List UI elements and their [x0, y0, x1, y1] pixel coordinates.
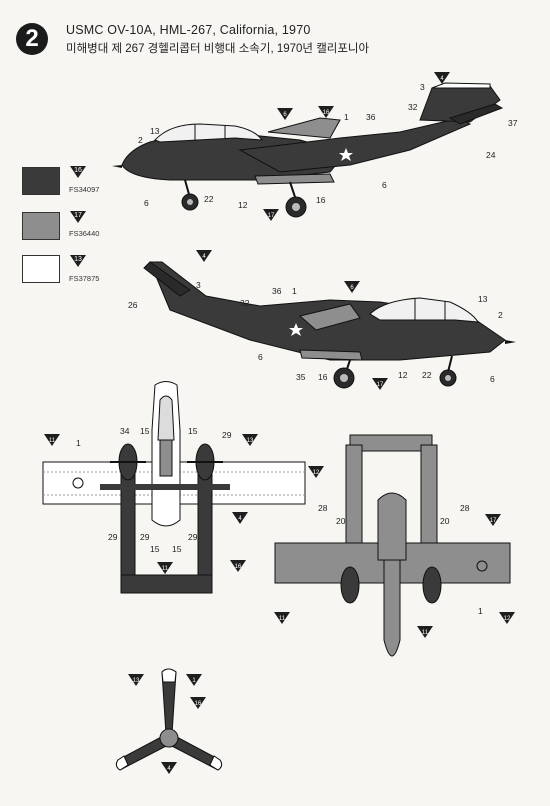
legend-markers: 16 17 13: [70, 166, 86, 267]
legend-code-mid: FS36440: [69, 229, 100, 238]
callout-36: 36: [366, 112, 376, 122]
callout-37: 37: [508, 118, 518, 128]
callout2-3: 3: [196, 280, 201, 290]
callout2-tri-17: 17: [377, 382, 384, 388]
callout-13: 13: [150, 126, 160, 136]
callout2-2: 2: [498, 310, 503, 320]
bottom-callout-1: 1: [478, 606, 483, 616]
callout2-13: 13: [478, 294, 488, 304]
callout-32: 32: [408, 102, 418, 112]
callout-16: 16: [316, 195, 326, 205]
prop-tri-16: 16: [195, 701, 202, 707]
top-tri-16: 16: [235, 564, 242, 570]
callout-tri-6: 6: [283, 112, 287, 118]
top-tri-13: 13: [247, 438, 254, 444]
callout-tri-16: 16: [323, 110, 330, 116]
callout-6-boom: 6: [382, 180, 387, 190]
top-callout-34: 34: [120, 426, 130, 436]
callout2-36: 36: [272, 286, 282, 296]
top-callout-29b: 29: [108, 532, 118, 542]
callout-2: 2: [138, 135, 143, 145]
bottom-tri-11a: 11: [279, 616, 286, 622]
callout2-32: 32: [240, 298, 250, 308]
top-callout-29c: 29: [140, 532, 150, 542]
top-callout-15c: 15: [150, 544, 160, 554]
top-callout-1: 1: [76, 438, 81, 448]
top-view: 34 15 15 29 1 29 29 15 15 29 11 13 12 4 …: [42, 381, 324, 594]
callout-24: 24: [486, 150, 496, 160]
callout-22: 22: [204, 194, 214, 204]
callout2-16: 16: [318, 372, 328, 382]
scheme-title-korean: 미해병대 제 267 경헬리콥터 비행대 소속기, 1970년 캘리포니아: [66, 43, 370, 55]
callout2-26: 26: [128, 300, 138, 310]
top-tri-11: 11: [49, 438, 56, 444]
legend-swatch-mid: [22, 212, 60, 240]
top-callout-29d: 29: [188, 532, 198, 542]
bottom-callout-20a: 20: [336, 516, 346, 526]
prop-tri-4: 4: [167, 766, 171, 772]
side-view-right-facing: 4 6 17 3 26 32 36 1 13 2 6 35 16 12 22 6: [128, 250, 516, 390]
top-callout-29a: 29: [222, 430, 232, 440]
scheme-title-english: USMC OV-10A, HML-267, California, 1970: [66, 23, 311, 37]
top-callout-15a: 15: [140, 426, 150, 436]
prop-tri-1: 1: [192, 678, 196, 684]
bottom-tri-11b: 11: [422, 630, 429, 636]
bottom-callout-20b: 20: [440, 516, 450, 526]
side-view-left-facing: 4 6 16 3 1 36 32 37 2 13 24 6 22 12 16 6…: [112, 72, 518, 221]
callout-12: 12: [238, 200, 248, 210]
callout2-1: 1: [292, 286, 297, 296]
legend-swatch-dark: [22, 167, 60, 195]
callout-3: 3: [420, 82, 425, 92]
callout-tri-4: 4: [440, 76, 444, 82]
callout2-12: 12: [398, 370, 408, 380]
legend-code-dark: FS34097: [69, 185, 100, 194]
bottom-callout-28a: 28: [318, 503, 328, 513]
propeller-detail: 13 1 16 4: [115, 668, 223, 774]
prop-tri-13: 13: [133, 678, 140, 684]
legend-swatch-light: [22, 255, 60, 283]
top-tri-4: 4: [238, 516, 242, 522]
legend-marker-light: 13: [74, 256, 82, 263]
callout-1: 1: [344, 112, 349, 122]
top-callout-15b: 15: [188, 426, 198, 436]
callout2-6-nose: 6: [490, 374, 495, 384]
callout2-6-boom: 6: [258, 352, 263, 362]
callout-tri-17: 17: [268, 213, 275, 219]
callout2-22: 22: [422, 370, 432, 380]
bottom-tri-12: 12: [504, 616, 511, 622]
legend-marker-dark: 16: [74, 167, 82, 174]
callout2-tri-4: 4: [202, 254, 206, 260]
legend-marker-mid: 17: [74, 212, 82, 219]
callout-6-nose: 6: [144, 198, 149, 208]
callout2-tri-6: 6: [350, 285, 354, 291]
bottom-view: 28 20 20 28 1 17 11 12 11: [274, 434, 515, 657]
top-callout-15d: 15: [172, 544, 182, 554]
step-number-badge: 2: [16, 23, 48, 55]
top-tri-11b: 11: [162, 566, 169, 572]
top-tri-12: 12: [313, 470, 320, 476]
bottom-tri-17: 17: [490, 518, 497, 524]
legend-code-light: FS37875: [69, 274, 100, 283]
bottom-callout-28b: 28: [460, 503, 470, 513]
callout2-35: 35: [296, 372, 306, 382]
